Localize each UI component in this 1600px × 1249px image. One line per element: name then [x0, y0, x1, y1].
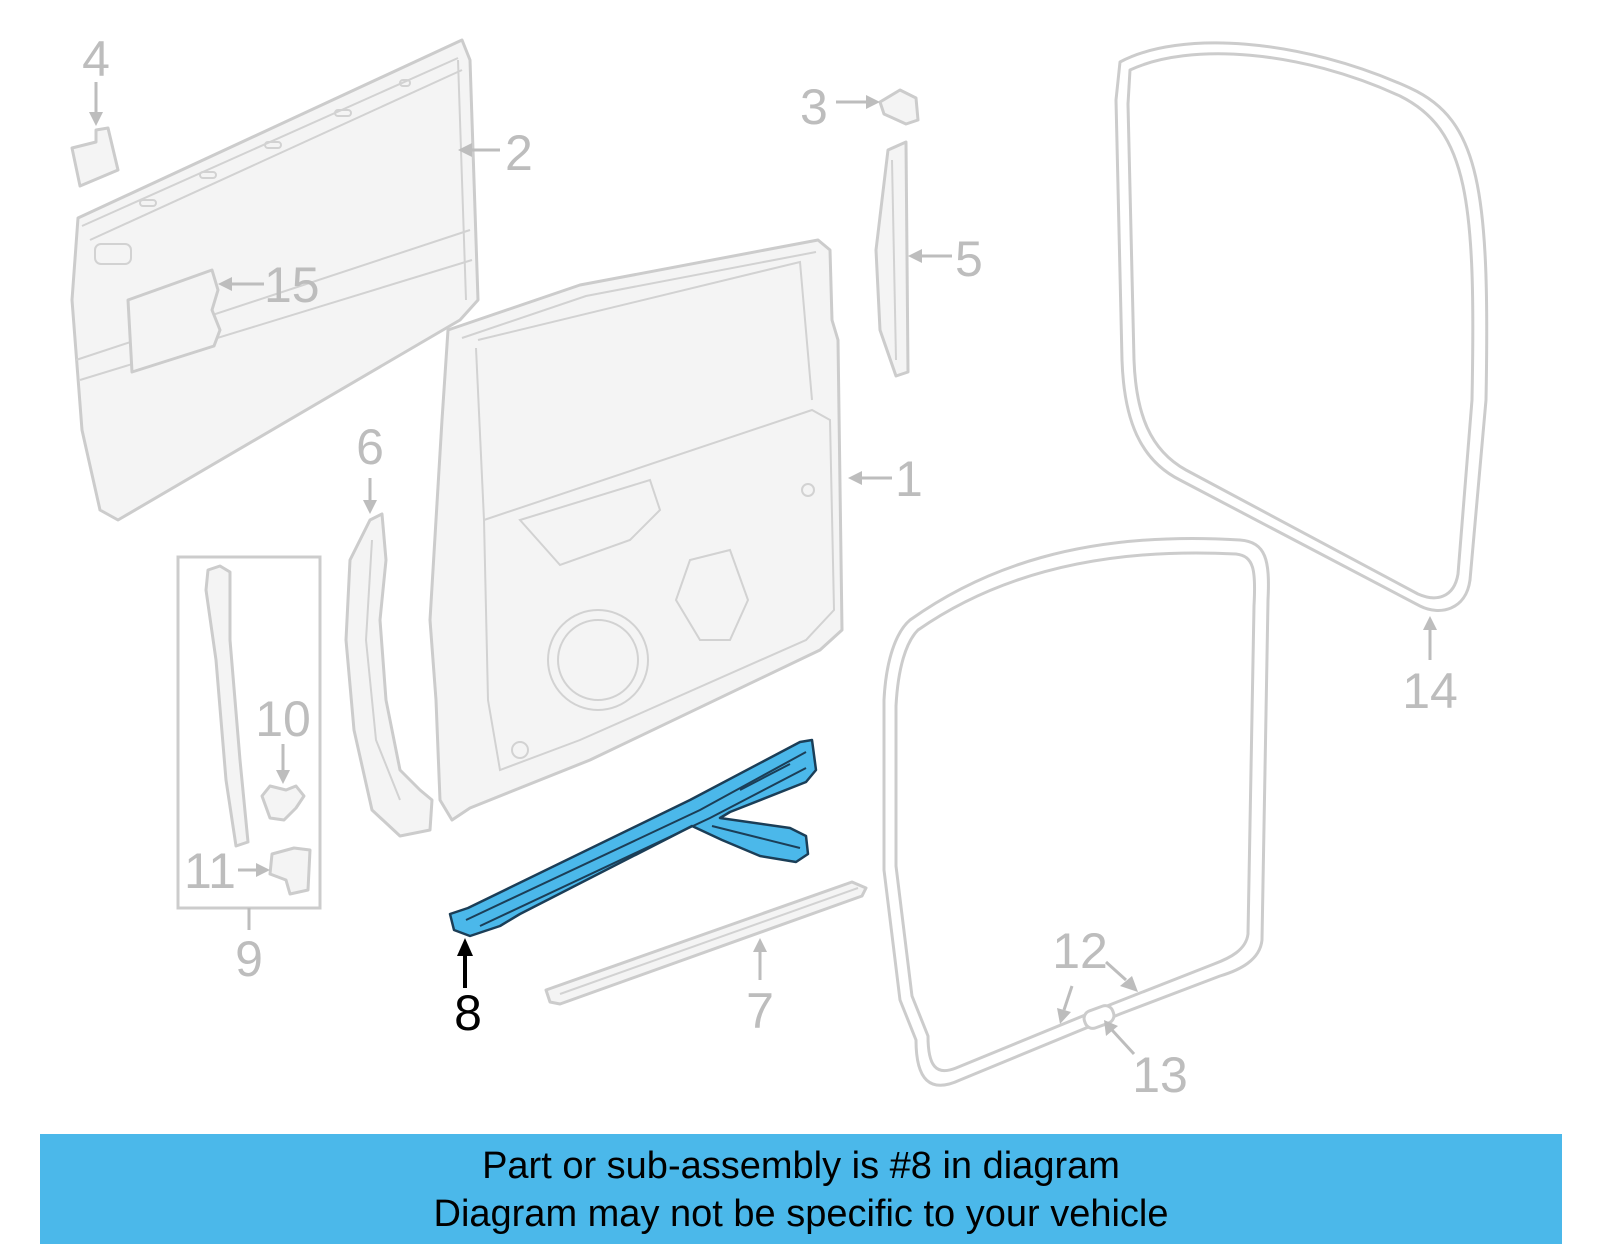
callout-8: 8 [454, 985, 482, 1041]
banner-line-2: Diagram may not be specific to your vehi… [433, 1193, 1169, 1235]
callout-2: 2 [505, 125, 533, 181]
part-14-weatherstrip [1114, 41, 1489, 612]
banner-line-1: Part or sub-assembly is #8 in diagram [482, 1145, 1120, 1187]
part-5-channel [874, 140, 910, 378]
callout-7: 7 [746, 983, 774, 1039]
info-banner: Part or sub-assembly is #8 in diagram Di… [40, 1134, 1562, 1244]
callout-arrows [89, 82, 1437, 1056]
part-15-pad [126, 268, 222, 374]
callout-8-arrow [457, 938, 473, 988]
callout-4: 4 [82, 31, 110, 87]
part-6-pillar-trim [344, 512, 434, 838]
callout-14: 14 [1402, 663, 1458, 719]
callout-13: 13 [1132, 1047, 1188, 1103]
part-3-clip [878, 88, 920, 126]
callout-5: 5 [955, 231, 983, 287]
part-4-bracket [70, 126, 120, 188]
callout-15: 15 [264, 257, 320, 313]
callout-9: 9 [235, 931, 263, 987]
callout-11: 11 [184, 843, 236, 899]
callout-10: 10 [255, 691, 311, 747]
part-12-weatherstrip [882, 536, 1270, 1087]
callout-12: 12 [1052, 923, 1108, 979]
part-8-window-regulator [448, 738, 818, 938]
callout-6: 6 [356, 419, 384, 475]
part-7-sill-strip [544, 880, 868, 1006]
group-9-box [176, 555, 322, 910]
part-11-clip [268, 846, 312, 896]
callout-3: 3 [800, 79, 828, 135]
callout-1: 1 [895, 451, 923, 507]
part-10-clip [260, 784, 306, 822]
part-1-door-shell [428, 238, 844, 822]
